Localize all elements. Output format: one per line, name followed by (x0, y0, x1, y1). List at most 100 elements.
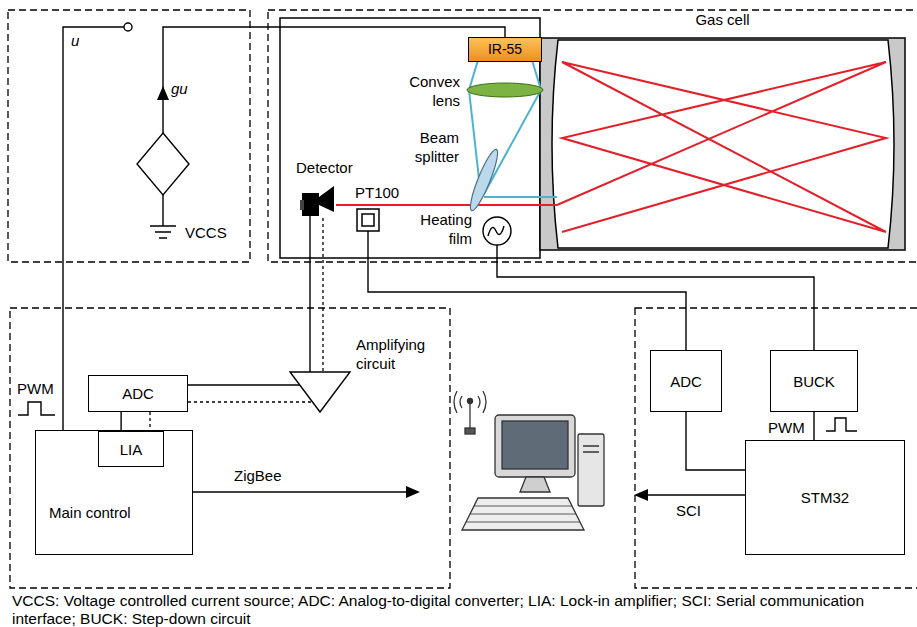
detector-icon (300, 200, 304, 210)
wire (120, 412, 121, 431)
laser-path (557, 62, 886, 232)
source-beam (484, 196, 557, 198)
controller-box: STM32 (745, 440, 905, 555)
dotted-signal (188, 401, 312, 402)
pwm-pulse (826, 418, 857, 431)
computer-icon (454, 391, 604, 530)
pt100-icon (357, 209, 379, 231)
convex-lens-shape (467, 83, 543, 97)
pt100-icon (357, 209, 379, 231)
serial-arrow (634, 489, 745, 501)
sensor-housing (280, 18, 540, 258)
computer-icon (465, 428, 475, 434)
node-text: Amplifying circuit (356, 335, 442, 373)
wire (368, 231, 686, 350)
source-beam (469, 90, 480, 188)
process-box: LIA (98, 431, 164, 467)
wire (188, 384, 300, 385)
source-beam (484, 90, 541, 194)
signal-name: PWM (17, 380, 54, 398)
detector-icon (319, 186, 334, 212)
computer-icon (583, 446, 599, 452)
vccs-symbol (137, 133, 189, 238)
process-box: ADC (88, 375, 188, 412)
computer-icon (495, 415, 575, 477)
wireless-arrow (193, 491, 410, 493)
wire (163, 27, 505, 133)
region-border (10, 308, 450, 588)
lens-label: Convex lens (398, 72, 544, 110)
node-text: IR-55 (488, 40, 522, 59)
node-text: Convex lens (398, 72, 460, 110)
node-text: Heating film (412, 210, 472, 248)
detector: Detector (293, 158, 363, 218)
process-box: ADC (650, 350, 722, 412)
signal-name: u (71, 32, 79, 50)
beam-splitter-shape (466, 147, 502, 213)
computer-icon (578, 434, 604, 506)
heating-film-icon (488, 226, 504, 236)
node-text: ADC (670, 372, 702, 391)
source-label: VCCS (137, 133, 189, 195)
process-box: BUCK (770, 350, 858, 412)
region-border (635, 308, 917, 588)
node-text: Gas cell (540, 10, 905, 29)
wire (813, 412, 814, 440)
signal-name: gu (171, 80, 188, 98)
heating-film-icon (483, 217, 511, 245)
computer-icon (466, 506, 580, 522)
dotted-signal (322, 218, 323, 372)
signal-name: PWM (768, 419, 805, 437)
node-text: Detector (296, 158, 368, 177)
gas-cell-body (540, 38, 905, 250)
vccs-symbol (137, 133, 189, 195)
region-border (268, 10, 917, 262)
input-terminal (63, 23, 132, 430)
input-terminal (124, 23, 132, 31)
detector-icon (300, 186, 334, 216)
node-text: VCCS (185, 223, 247, 242)
wire (497, 245, 814, 350)
computer-icon (468, 399, 473, 404)
wireless-arrow (193, 486, 420, 498)
laser-path (336, 204, 557, 206)
node-text: BUCK (793, 372, 835, 391)
pwm-pulse (18, 402, 55, 415)
computer-icon (502, 421, 568, 469)
caption: VCCS: Voltage controlled current source;… (12, 592, 912, 627)
amplifier-symbol (290, 372, 350, 412)
amplifier: Amplifying circuit (288, 335, 440, 414)
controller-box: Main control LIA (35, 430, 193, 555)
node-text: PT100 (355, 183, 409, 202)
heating-film: Heating film (412, 210, 512, 248)
computer-icon (454, 391, 486, 413)
convex-lens-shape (467, 83, 543, 97)
pt100-icon (362, 214, 374, 226)
wire (309, 216, 310, 372)
serial-arrow (634, 489, 648, 501)
dotted-signal (149, 412, 150, 430)
computer-icon (520, 477, 550, 492)
gas-cell-body (552, 40, 894, 248)
input-terminal (63, 27, 124, 430)
node-text: ADC (122, 384, 154, 403)
node-text: LIA (120, 440, 143, 459)
wire (686, 412, 745, 470)
node-text: Beam splitter (395, 128, 459, 166)
link-label: ZigBee (234, 467, 282, 485)
region-border (8, 10, 250, 262)
region-border (8, 10, 917, 588)
node-text: Main control (49, 503, 169, 522)
node-text: STM32 (801, 488, 849, 507)
sensor-housing (280, 18, 540, 258)
computer-icon (462, 498, 584, 530)
light-source: IR-55 (468, 37, 542, 62)
computer-icon (469, 402, 470, 430)
beam-splitter-shape (466, 147, 502, 213)
serial-arrow (644, 494, 745, 496)
heating-film-icon (483, 217, 511, 245)
gas-cell: Gas cell (540, 38, 905, 250)
wireless-arrow (406, 486, 420, 498)
gas-cell-body (540, 38, 905, 250)
